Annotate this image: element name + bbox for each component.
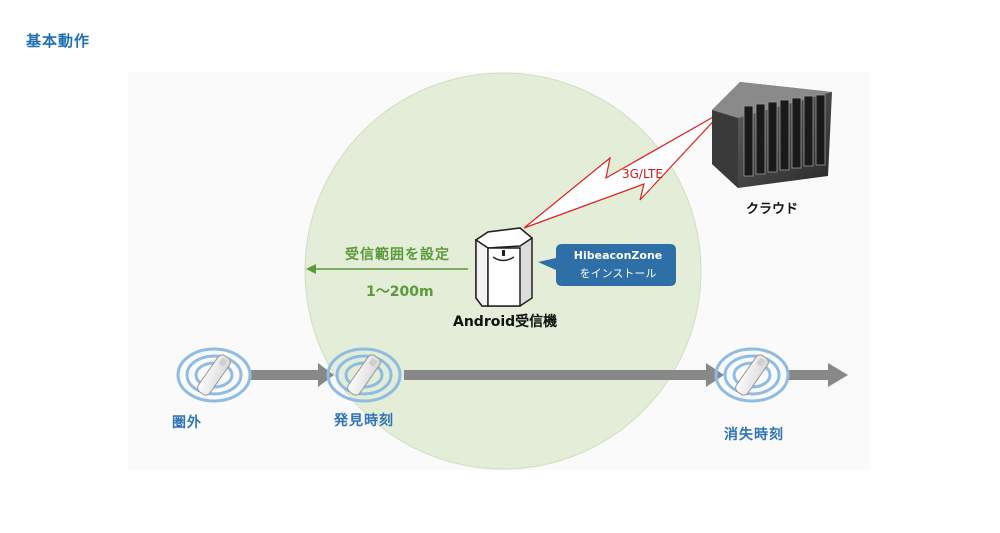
page-title: 基本動作	[26, 32, 91, 50]
range-setting-label: 受信範囲を設定	[345, 247, 450, 263]
receiver-device-icon	[474, 227, 534, 307]
beacon-found	[326, 347, 402, 403]
callout-install-text: をインストール	[579, 267, 657, 280]
arrow-right-icon	[788, 363, 848, 387]
callout-app-name: HibeaconZone	[573, 249, 663, 262]
arrow-right-icon	[250, 363, 334, 387]
cloud-label: クラウド	[746, 202, 799, 217]
beacon-lost	[714, 347, 790, 403]
state-found-time: 発見時刻	[334, 413, 394, 429]
network-label: 3G/LTE	[622, 167, 663, 181]
callout-bubble	[538, 244, 676, 286]
range-arrow	[306, 264, 468, 274]
receiver-label: Android受信機	[453, 314, 558, 330]
server-rack-icon	[712, 82, 832, 188]
beacon-icon	[735, 354, 769, 396]
state-out-of-range: 圏外	[172, 415, 202, 431]
beacon-out-of-range	[176, 347, 252, 403]
range-distance-label: 1〜200m	[366, 284, 434, 300]
beacon-icon	[197, 354, 231, 396]
beacon-icon	[347, 354, 381, 396]
state-lost-time: 消失時刻	[724, 427, 784, 443]
